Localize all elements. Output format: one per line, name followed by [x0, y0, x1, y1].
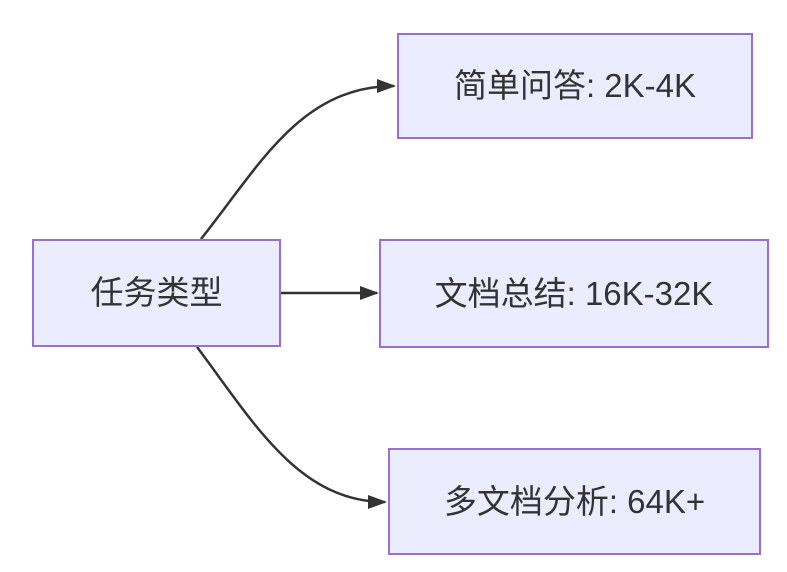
node-simple-qa-label: 简单问答: 2K-4K — [453, 67, 697, 105]
node-doc-summary: 文档总结: 16K-32K — [379, 239, 769, 348]
node-task-type: 任务类型 — [32, 239, 281, 347]
node-multi-doc-analysis: 多文档分析: 64K+ — [388, 448, 761, 555]
node-task-type-label: 任务类型 — [90, 274, 223, 312]
node-doc-summary-label: 文档总结: 16K-32K — [434, 274, 714, 312]
node-simple-qa: 简单问答: 2K-4K — [397, 33, 753, 139]
node-multi-doc-analysis-label: 多文档分析: 64K+ — [443, 482, 706, 520]
edge-root-to-simple-qa — [200, 79, 396, 240]
edge-root-to-multi-doc — [196, 346, 387, 509]
